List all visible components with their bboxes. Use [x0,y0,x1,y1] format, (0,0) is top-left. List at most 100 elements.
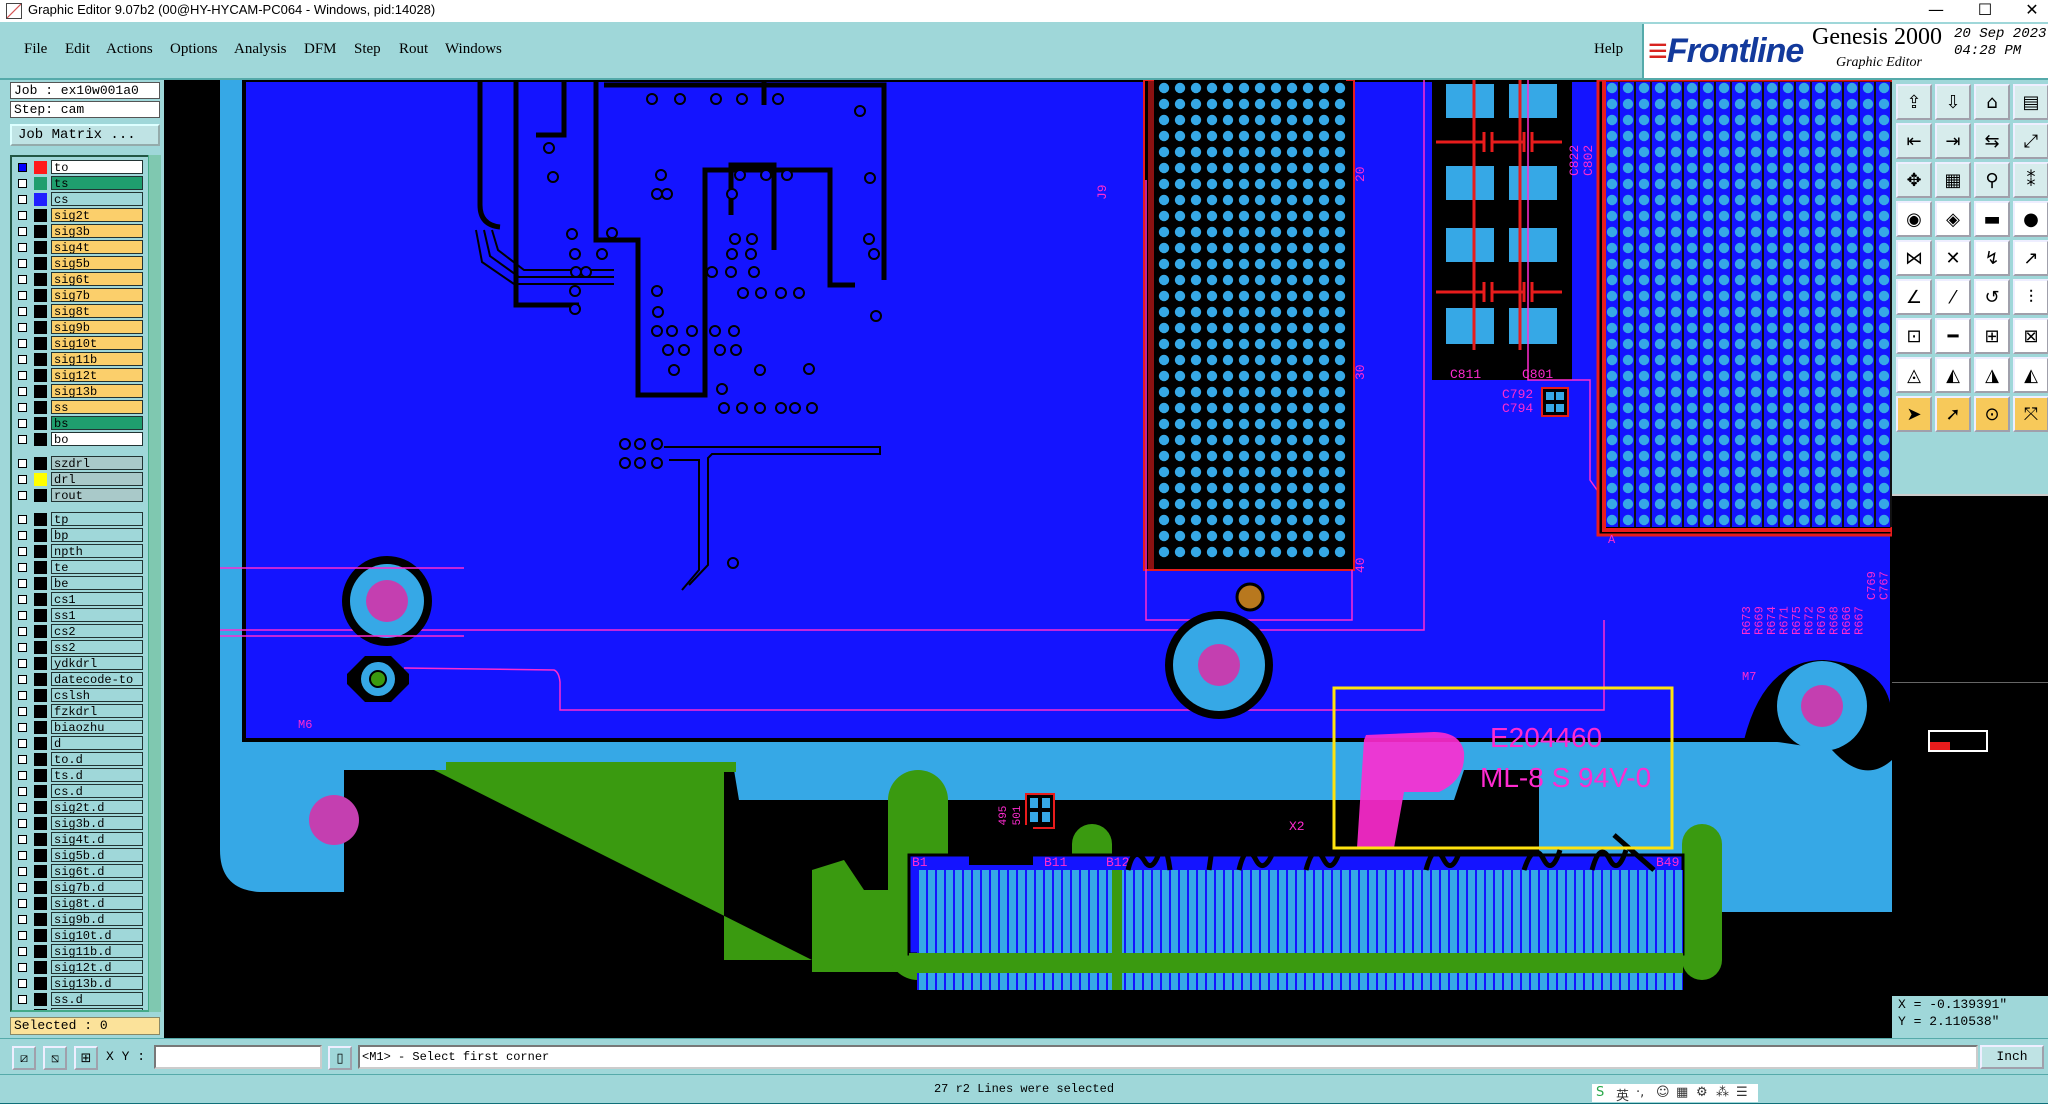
layer-color-swatch[interactable] [34,545,47,558]
menu-dfm[interactable]: DFM [304,41,337,57]
layer-color-swatch[interactable] [34,457,47,470]
layer-checkbox[interactable] [18,803,27,812]
zoom-out-icon[interactable]: ⇥ [1935,123,1971,159]
slot-icon[interactable]: ⊡ [1896,318,1932,354]
layer-row-bp[interactable]: bp [14,528,143,543]
layer-color-swatch[interactable] [34,977,47,990]
layer-name[interactable]: ss [51,400,143,414]
layer-name[interactable]: sig12t.d [51,960,143,974]
layer-list-scrollbar[interactable] [148,155,161,1012]
layer-name[interactable]: bp [51,528,143,542]
layer-checkbox[interactable] [18,819,27,828]
layout-icon[interactable]: ▤ [2013,84,2048,120]
layer-row-cslsh[interactable]: cslsh [14,688,143,703]
layer-color-swatch[interactable] [34,241,47,254]
menu-analysis[interactable]: Analysis [234,41,287,57]
line-del-icon[interactable]: ⁄ [1935,279,1971,315]
layer-row-drl[interactable]: drl [14,472,143,487]
tri-a-icon[interactable]: ◭ [1935,357,1971,393]
layer-name[interactable]: npth [51,544,143,558]
layer-row-to[interactable]: to [14,160,143,175]
layer-row-sig8t.d[interactable]: sig8t.d [14,896,143,911]
layer-color-swatch[interactable] [34,337,47,350]
tray-icon[interactable]: ☰ [1736,1085,1748,1100]
pad-edit-icon[interactable]: ◈ [1935,201,1971,237]
select-area-icon[interactable]: ⤧ [2013,396,2048,432]
home-icon[interactable]: ⌂ [1974,84,2010,120]
layer-color-swatch[interactable] [34,609,47,622]
layer-color-swatch[interactable] [34,801,47,814]
select-add-icon[interactable]: ➚ [1935,396,1971,432]
cmd-grid-icon[interactable]: ⊞ [74,1046,98,1070]
layer-checkbox[interactable] [18,579,27,588]
cross-icon[interactable]: ⫶ [2013,279,2048,315]
layer-checkbox[interactable] [18,339,27,348]
layer-color-swatch[interactable] [34,881,47,894]
layer-checkbox[interactable] [18,259,27,268]
layer-row-sig4t.d[interactable]: sig4t.d [14,832,143,847]
layer-color-swatch[interactable] [34,865,47,878]
layer-name[interactable]: cslsh [51,688,143,702]
layer-checkbox[interactable] [18,275,27,284]
layer-checkbox[interactable] [18,323,27,332]
xy-input[interactable] [154,1045,322,1069]
layer-row-ss.d[interactable]: ss.d [14,992,143,1007]
surface-icon[interactable]: ↺ [1974,279,2010,315]
grid-icon[interactable]: ▦ [1935,162,1971,198]
layer-name[interactable]: be [51,576,143,590]
layer-color-swatch[interactable] [34,417,47,430]
connect-icon[interactable]: ↗ [2013,240,2048,276]
rectangle-icon[interactable]: ⊞ [1974,318,2010,354]
layer-name[interactable]: ts [51,176,143,190]
layer-color-swatch[interactable] [34,193,47,206]
layer-row-sig2t[interactable]: sig2t [14,208,143,223]
layer-checkbox[interactable] [18,931,27,940]
menu-step[interactable]: Step [354,41,381,57]
layer-row-bo[interactable]: bo [14,432,143,447]
redraw-icon[interactable]: ⇆ [1974,123,2010,159]
layer-checkbox[interactable] [18,611,27,620]
layer-checkbox[interactable] [18,475,27,484]
layer-checkbox[interactable] [18,163,27,172]
layer-color-swatch[interactable] [34,913,47,926]
layer-color-swatch[interactable] [34,177,47,190]
layer-row-te[interactable]: te [14,560,143,575]
layer-row-sig13b[interactable]: sig13b [14,384,143,399]
layer-name[interactable]: sig12t [51,368,143,382]
layer-color-swatch[interactable] [34,529,47,542]
layer-name[interactable]: sig8t.d [51,896,143,910]
layer-color-swatch[interactable] [34,705,47,718]
layer-checkbox[interactable] [18,915,27,924]
layer-checkbox[interactable] [18,771,27,780]
layer-name[interactable]: bo [51,432,143,446]
units-button[interactable]: Inch [1980,1045,2044,1069]
layer-checkbox[interactable] [18,211,27,220]
layer-checkbox[interactable] [18,491,27,500]
snap-icon[interactable]: ⚲ [1974,162,2010,198]
layer-color-swatch[interactable] [34,209,47,222]
layer-name[interactable]: sig7b [51,288,143,302]
layer-row-be[interactable]: be [14,576,143,591]
layer-row-d[interactable]: d [14,736,143,751]
layer-checkbox[interactable] [18,547,27,556]
cmd-measure-icon[interactable]: ⧅ [43,1046,67,1070]
layer-row-sig7b.d[interactable]: sig7b.d [14,880,143,895]
tri-b-icon[interactable]: ◮ [1974,357,2010,393]
layer-color-swatch[interactable] [34,897,47,910]
layer-checkbox[interactable] [18,947,27,956]
layer-color-swatch[interactable] [34,657,47,670]
layer-row-datecode-to[interactable]: datecode-to [14,672,143,687]
layer-row-sig8t[interactable]: sig8t [14,304,143,319]
layer-name[interactable]: sig11b.d [51,944,143,958]
layer-name[interactable]: sig3b.d [51,816,143,830]
layer-checkbox[interactable] [18,835,27,844]
layer-checkbox[interactable] [18,307,27,316]
layer-checkbox[interactable] [18,755,27,764]
layer-checkbox[interactable] [18,435,27,444]
tray-icon[interactable]: 英 [1616,1089,1630,1104]
layer-row-sig13b.d[interactable]: sig13b.d [14,976,143,991]
layer-row-sig9b[interactable]: sig9b [14,320,143,335]
layer-checkbox[interactable] [18,867,27,876]
layer-color-swatch[interactable] [34,945,47,958]
layer-name[interactable]: bs.d [51,1008,143,1010]
